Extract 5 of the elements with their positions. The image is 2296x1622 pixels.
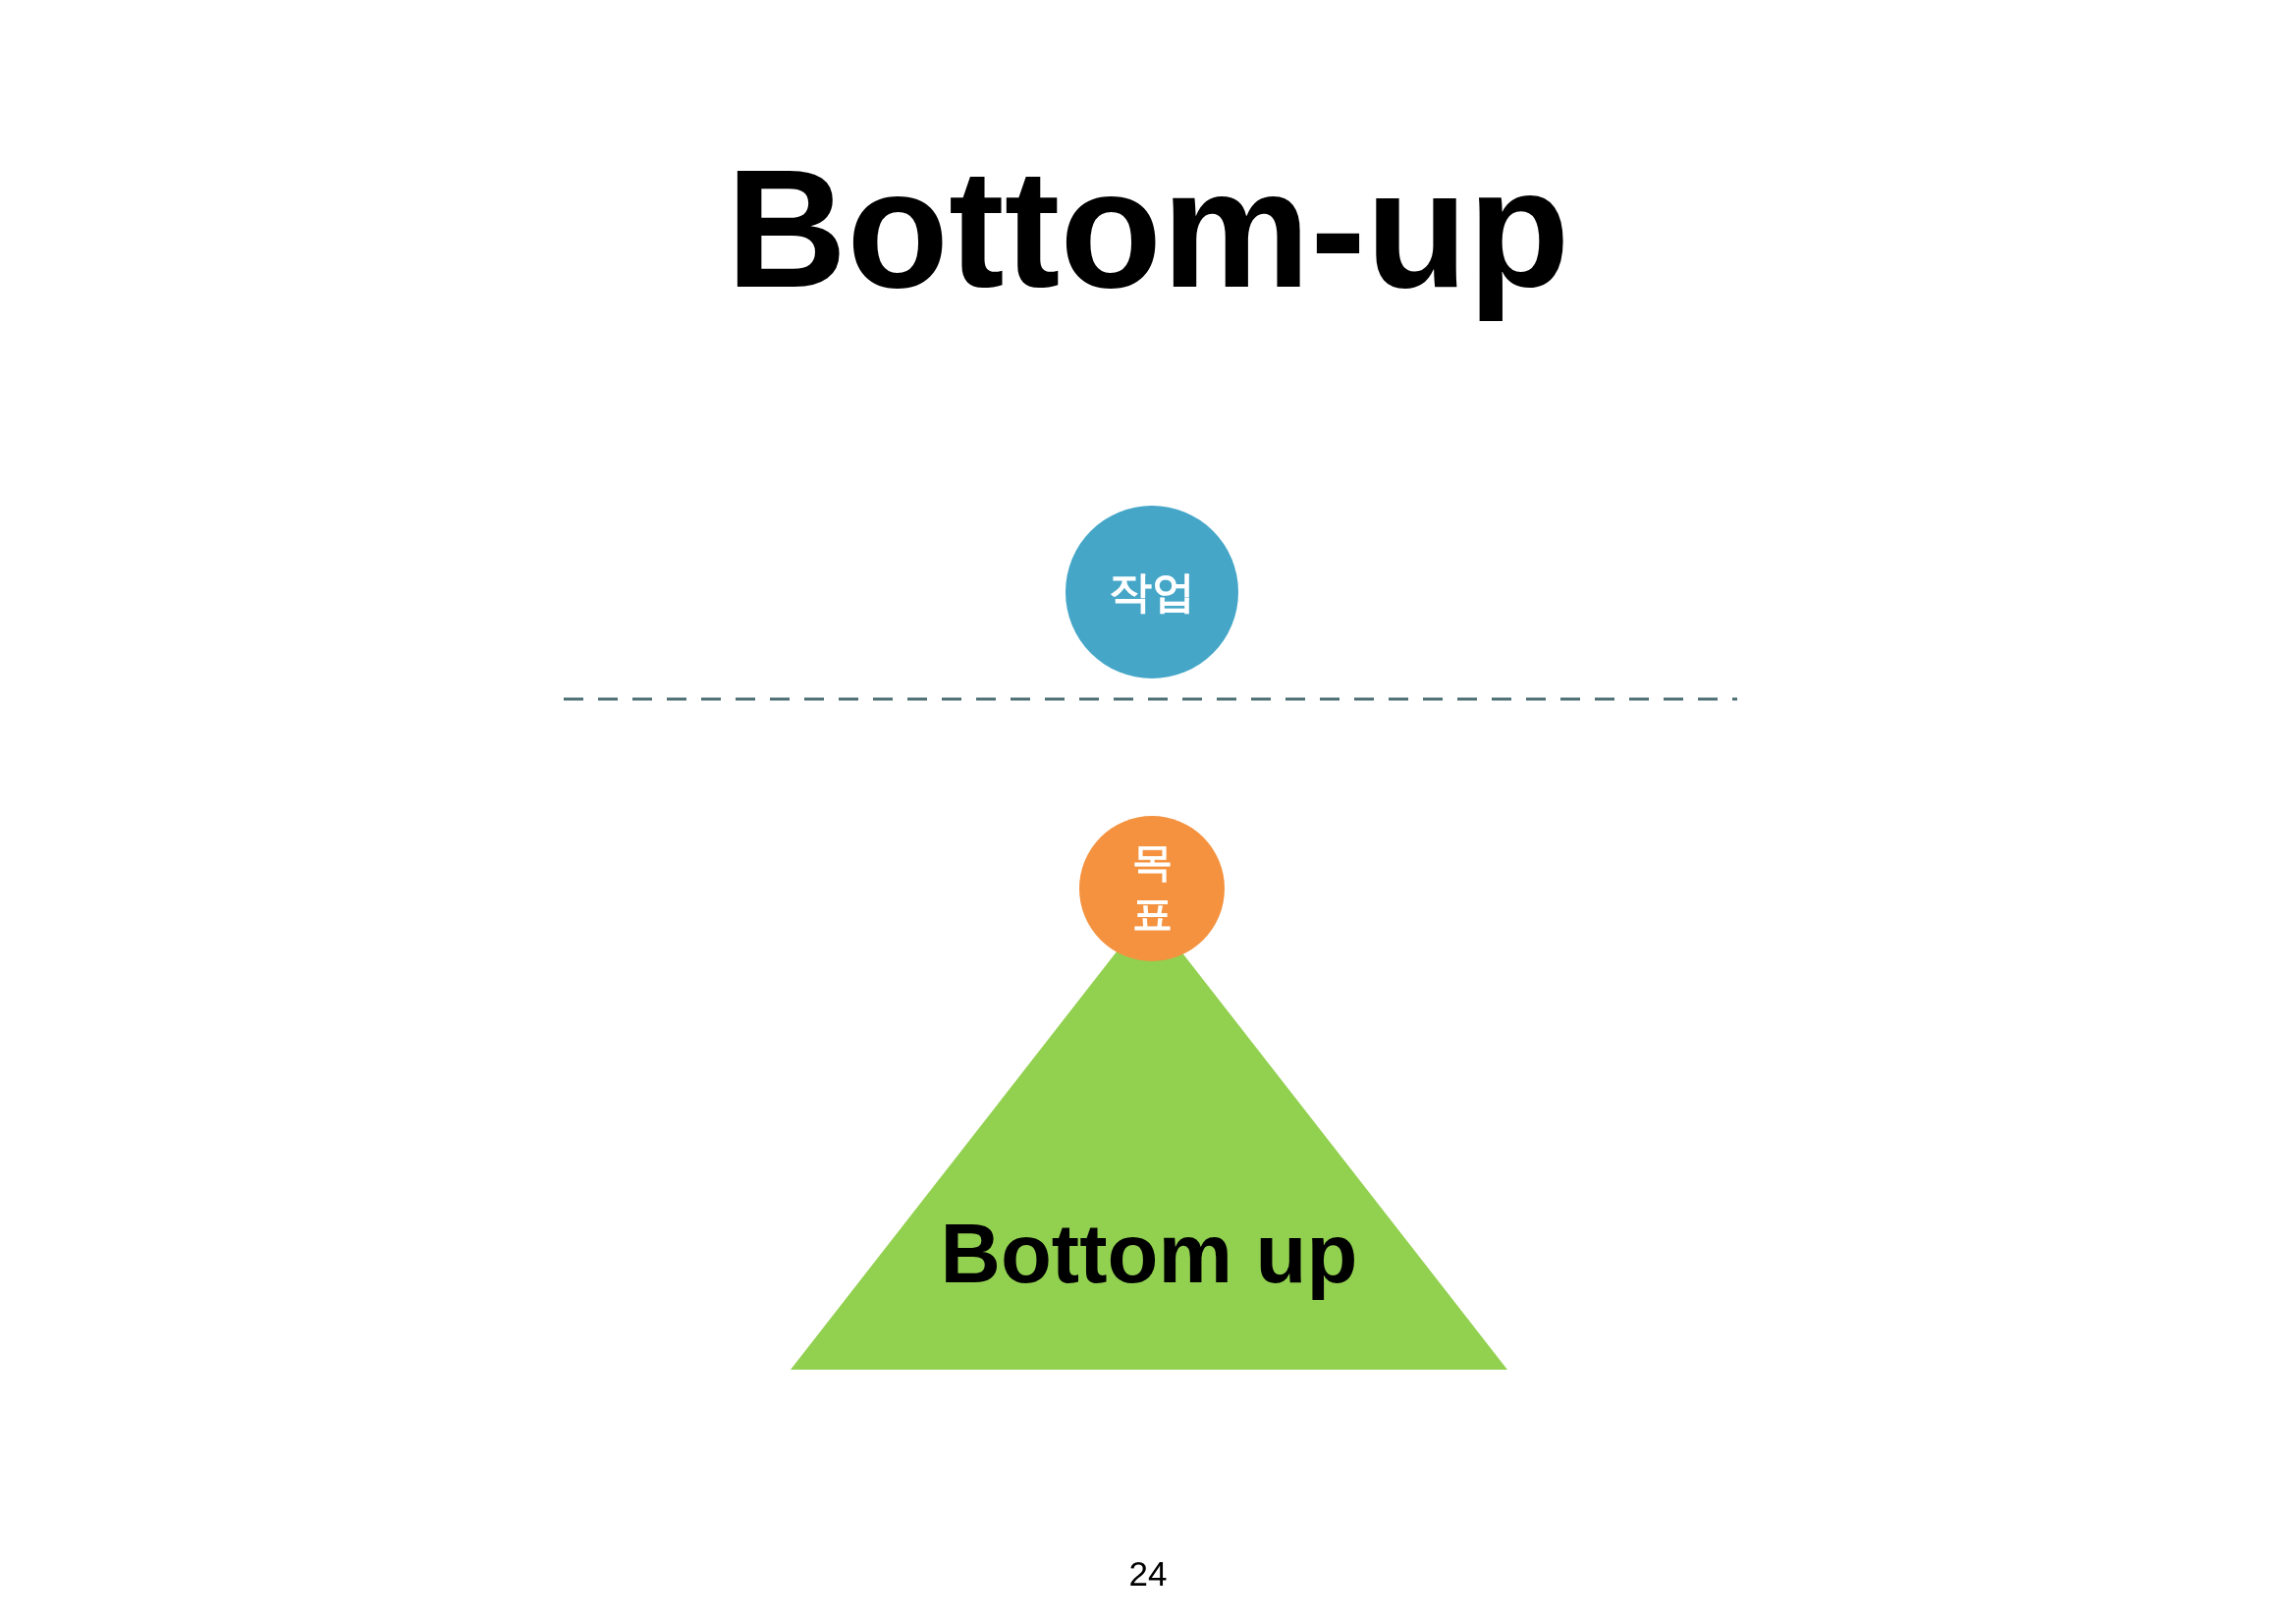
triangle-label: Bottom up <box>940 1206 1358 1302</box>
circle-label: 목표 <box>1130 837 1174 940</box>
circle-label: 작업 <box>1109 566 1195 619</box>
title: Bottom-up <box>726 135 1570 322</box>
page-number: 24 <box>1128 1554 1168 1593</box>
